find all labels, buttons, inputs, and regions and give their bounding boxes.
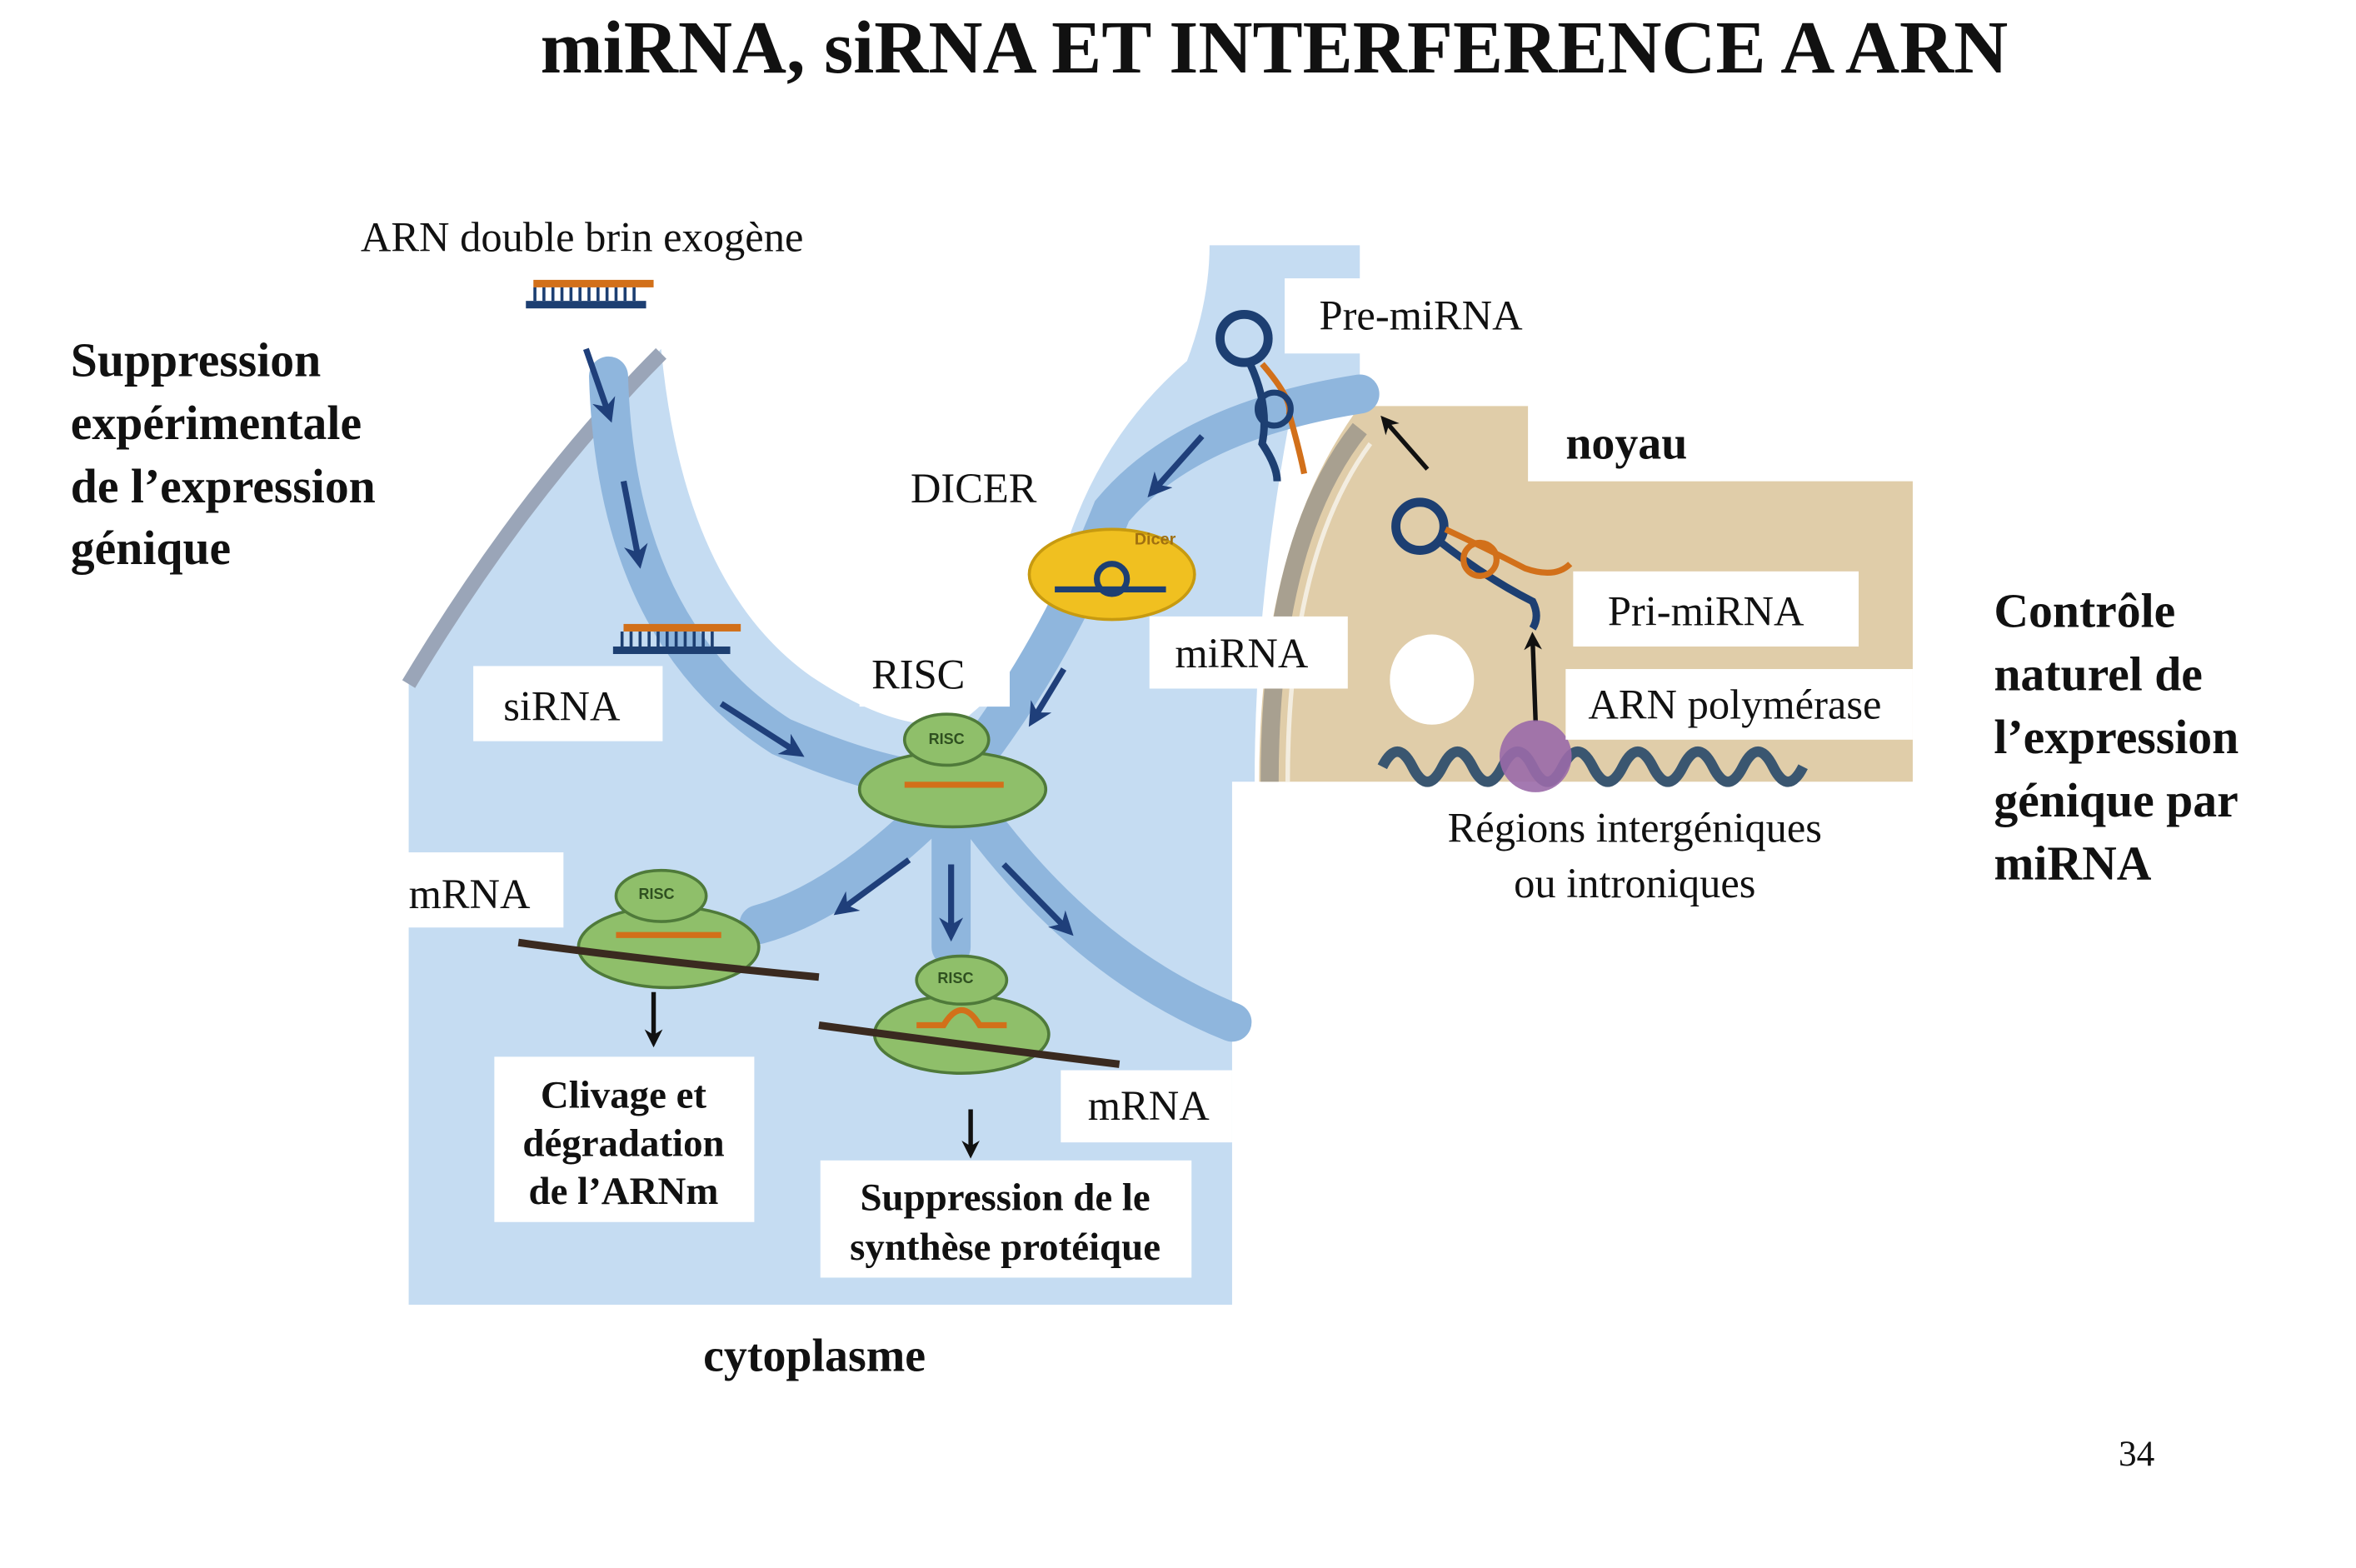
label-rna-polymerase: ARN polymérase <box>1588 682 1881 728</box>
svg-text:Dicer: Dicer <box>1135 530 1176 548</box>
label-dicer: DICER <box>911 465 1037 512</box>
label-sirna: siRNA <box>503 682 621 729</box>
nuclear-envelope <box>1260 422 1367 782</box>
risc-complex-cleavage: RISC <box>517 868 820 990</box>
slide-title: miRNA, siRNA ET INTERFERENCE A ARN <box>541 6 2009 89</box>
label-cleavage-2: dégradation <box>522 1121 724 1165</box>
label-risc: RISC <box>871 651 965 697</box>
label-suppression-1: Suppression de le <box>860 1176 1150 1219</box>
rna-polymerase <box>1499 720 1572 792</box>
label-pre-mirna: Pre-miRNA <box>1320 292 1524 338</box>
label-regions-1: Régions intergéniques <box>1448 804 1822 851</box>
dsrna-molecule <box>526 279 654 309</box>
label-exogenous-dsrna: ARN double brin exogène <box>361 214 804 261</box>
nuclear-arrows <box>1380 415 1542 722</box>
svg-text:génique par: génique par <box>1994 775 2238 827</box>
label-pri-mirna: Pri-miRNA <box>1608 588 1804 635</box>
left-caption: Suppression expérimentale de l’expressio… <box>71 334 376 574</box>
svg-text:naturel de: naturel de <box>1994 648 2203 701</box>
dicer-complex: Dicer <box>1027 527 1196 622</box>
page-number: 34 <box>2119 1434 2154 1474</box>
label-regions-2: ou introniques <box>1514 860 1755 906</box>
label-mirna: miRNA <box>1175 630 1308 677</box>
pathway-arrows <box>582 347 1205 942</box>
label-cytoplasm: cytoplasme <box>703 1330 926 1381</box>
svg-text:miRNA: miRNA <box>1994 838 2151 891</box>
label-cleavage-1: Clivage et <box>541 1074 707 1117</box>
risc-complex-repression: RISC <box>818 954 1121 1075</box>
dna-helix <box>1377 747 1808 787</box>
svg-text:de l’expression: de l’expression <box>71 461 376 513</box>
svg-text:génique: génique <box>71 522 231 575</box>
nucleolus <box>1390 634 1475 725</box>
svg-text:expérimentale: expérimentale <box>71 397 362 450</box>
svg-text:RISC: RISC <box>639 886 675 902</box>
svg-text:RISC: RISC <box>929 731 965 747</box>
pri-mirna-hairpin <box>1391 497 1573 631</box>
label-cleavage-3: de l’ARNm <box>529 1170 719 1213</box>
svg-text:l’expression: l’expression <box>1994 712 2239 764</box>
risc-complex-center: RISC <box>857 712 1048 829</box>
pre-mirna-hairpin <box>1215 309 1308 482</box>
label-nucleus: noyau <box>1565 418 1687 470</box>
label-mrna-left: mRNA <box>409 871 531 917</box>
right-caption: Contrôle naturel de l’expression génique… <box>1994 586 2239 891</box>
sirna-molecule <box>612 623 741 654</box>
svg-text:Suppression: Suppression <box>71 334 321 387</box>
label-mrna-right: mRNA <box>1088 1082 1210 1129</box>
svg-text:RISC: RISC <box>937 970 973 986</box>
label-suppression-2: synthèse protéique <box>850 1226 1161 1269</box>
svg-text:Contrôle: Contrôle <box>1994 586 2175 638</box>
